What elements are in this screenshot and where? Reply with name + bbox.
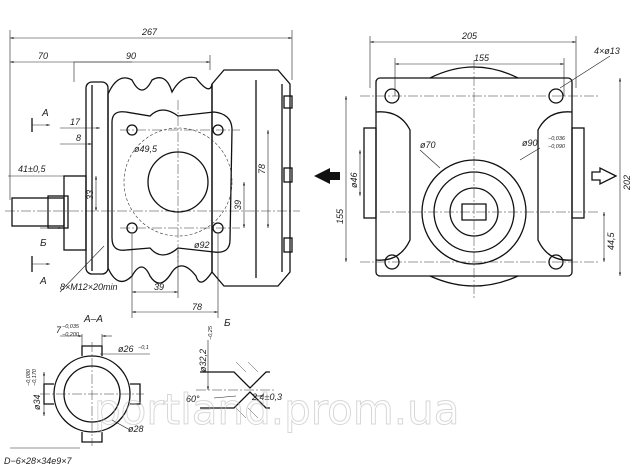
height-44-5-label: 44,5 — [606, 231, 616, 250]
thread-note-label: 8×M12×20min — [60, 282, 118, 292]
spline-note-label: D−6×28×34e9×7 — [4, 456, 73, 466]
section-mark-a-top: A — [41, 108, 49, 119]
section-aa-title: A–A — [83, 314, 103, 325]
outer-34-label: ø34 — [32, 394, 42, 410]
dim-78-vertical-label: 78 — [257, 164, 267, 174]
dim-39-horizontal-label: 39 — [154, 282, 164, 292]
pilot-90-label: ø90 — [522, 138, 538, 148]
outer-34-upper-tol: −0,080 — [26, 368, 32, 386]
dim-78-horizontal-label: 78 — [192, 302, 202, 312]
side-view: 205 155 4×ø13 ø70 ø90 −0,036 −0,090 ø46 … — [314, 31, 632, 300]
groove-32-label: ø32,2 — [198, 349, 208, 372]
dim-39-vertical-label: 39 — [233, 200, 243, 210]
width-155-label: 155 — [474, 53, 490, 63]
overall-length-label: 267 — [141, 27, 158, 37]
view-b-title: Б — [224, 318, 231, 329]
pilot-90-upper-tol: −0,036 — [548, 136, 566, 142]
outer-34-lower-tol: −0,170 — [32, 368, 38, 386]
key-width-lower-tol: −0,200 — [62, 332, 80, 338]
key-width-upper-tol: −0,035 — [62, 324, 80, 330]
length-70-label: 70 — [38, 51, 48, 61]
depth-label: 2,4±0,3 — [251, 392, 282, 402]
watermark: portland.prom.ua — [94, 385, 459, 434]
dim-33-label: 33 — [85, 190, 95, 200]
length-90-label: 90 — [126, 51, 136, 61]
section-mark-a-bottom: A — [39, 276, 47, 287]
inner-28-label: ø28 — [128, 424, 144, 434]
front-view: 267 70 90 17 8 41±0,5 33 ø49,5 78 39 ø92… — [5, 27, 300, 318]
height-155-label: 155 — [335, 208, 345, 224]
dim-17-label: 17 — [70, 117, 81, 127]
bore-diameter-label: ø49,5 — [134, 144, 158, 154]
mount-holes-label: 4×ø13 — [594, 46, 620, 56]
pilot-90-lower-tol: −0,090 — [548, 144, 566, 150]
dim-8-label: 8 — [76, 133, 81, 143]
key-width-label: 7 — [56, 325, 62, 335]
height-202-label: 202 — [622, 175, 632, 191]
bore-70-label: ø70 — [420, 140, 436, 150]
width-205-label: 205 — [461, 31, 478, 41]
outer-diameter-label: ø92 — [194, 240, 210, 250]
groove-32-tol: −0,25 — [208, 325, 214, 340]
port-46-label: ø46 — [349, 172, 359, 188]
dim-41-label: 41±0,5 — [18, 164, 46, 174]
inner-26-tol: −0,1 — [138, 345, 149, 351]
section-aa: A–A 7 −0,035 −0,200 ø26 −0,1 ø34 −0,080 … — [4, 314, 150, 466]
view-mark-b: Б — [40, 238, 47, 249]
view-b: Б ø32,2 −0,25 60° 2,4±0,3 — [186, 318, 282, 419]
angle-label: 60° — [186, 394, 200, 404]
inner-26-label: ø26 — [118, 344, 134, 354]
